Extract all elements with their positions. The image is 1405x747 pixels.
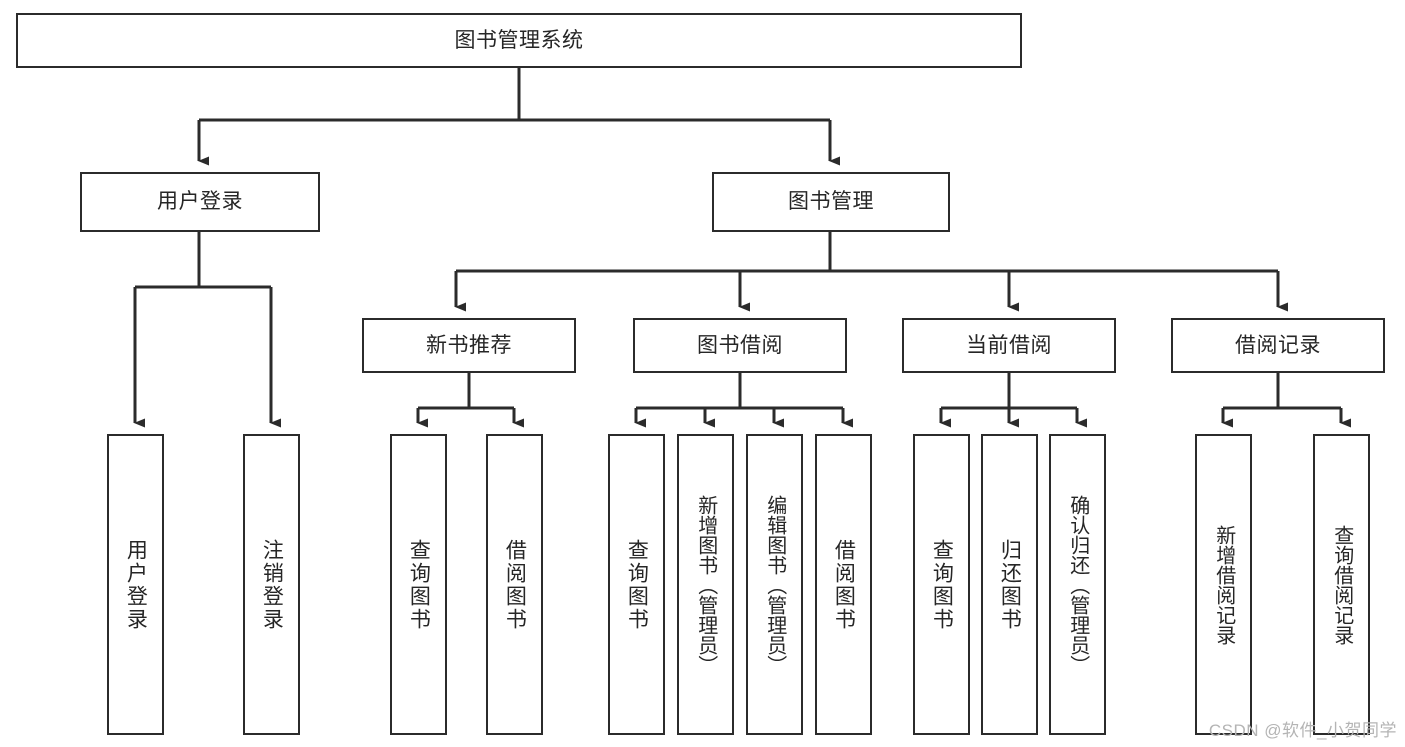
node-label: 当前借阅	[966, 333, 1052, 357]
node-label: 查询借阅记录	[1330, 524, 1353, 645]
leaf-user-login-login[interactable]: 用户登录	[107, 434, 164, 735]
csdn-watermark: CSDN @软件_小贺同学	[1208, 721, 1397, 740]
node-user-login[interactable]: 用户登录	[80, 172, 320, 232]
node-label: 新增借阅记录	[1212, 524, 1235, 645]
node-book-management[interactable]: 图书管理	[712, 172, 950, 232]
node-book-borrow[interactable]: 图书借阅	[633, 318, 847, 373]
node-label: 图书管理	[788, 190, 874, 214]
node-current-borrow[interactable]: 当前借阅	[902, 318, 1116, 373]
node-label: 查询图书	[930, 538, 954, 631]
leaf-current-return-book[interactable]: 归还图书	[981, 434, 1038, 735]
leaf-new-book-query[interactable]: 查询图书	[390, 434, 447, 735]
node-label: 新增图书（管理员）	[694, 494, 717, 675]
node-new-book-recommend[interactable]: 新书推荐	[362, 318, 576, 373]
node-label: 用户登录	[124, 538, 148, 631]
node-label: 图书借阅	[697, 333, 783, 357]
leaf-user-login-logout[interactable]: 注销登录	[243, 434, 300, 735]
leaf-current-confirm-return-admin[interactable]: 确认归还（管理员）	[1049, 434, 1106, 735]
node-label: 新书推荐	[426, 333, 512, 357]
node-label: 归还图书	[998, 538, 1022, 631]
node-root-library-system[interactable]: 图书管理系统	[16, 13, 1022, 68]
leaf-borrow-query-book[interactable]: 查询图书	[608, 434, 665, 735]
leaf-borrow-borrow-book[interactable]: 借阅图书	[815, 434, 872, 735]
node-label: 用户登录	[157, 190, 243, 214]
node-label: 借阅记录	[1235, 333, 1321, 357]
leaf-borrow-edit-book-admin[interactable]: 编辑图书（管理员）	[746, 434, 803, 735]
node-label: 借阅图书	[832, 538, 856, 631]
leaf-record-add-borrow-record[interactable]: 新增借阅记录	[1195, 434, 1252, 735]
node-label: 编辑图书（管理员）	[763, 494, 786, 675]
leaf-current-query-book[interactable]: 查询图书	[913, 434, 970, 735]
node-label: 确认归还（管理员）	[1066, 494, 1089, 675]
leaf-new-book-borrow[interactable]: 借阅图书	[486, 434, 543, 735]
node-label: 查询图书	[625, 538, 649, 631]
leaf-record-query-borrow-record[interactable]: 查询借阅记录	[1313, 434, 1370, 735]
node-label: 查询图书	[407, 538, 431, 631]
node-borrow-record[interactable]: 借阅记录	[1171, 318, 1385, 373]
leaf-borrow-add-book-admin[interactable]: 新增图书（管理员）	[677, 434, 734, 735]
node-label: 借阅图书	[503, 538, 527, 631]
node-label: 图书管理系统	[454, 28, 584, 52]
node-label: 注销登录	[260, 538, 284, 631]
